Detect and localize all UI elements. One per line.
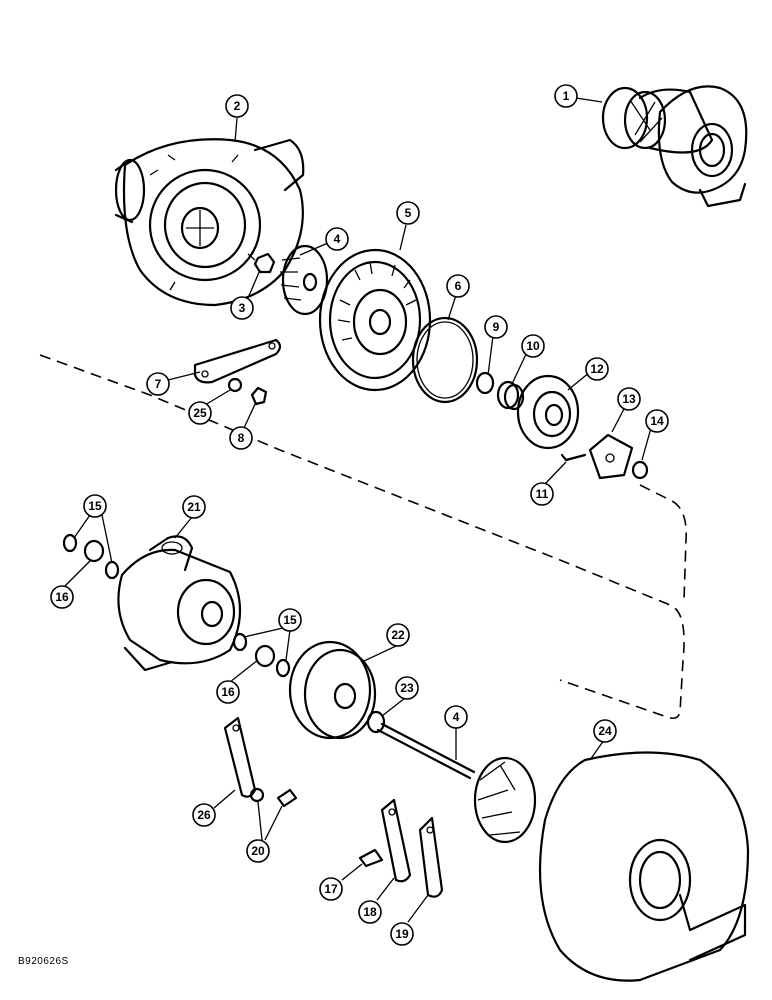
callout-15-lower: 15 — [278, 608, 302, 632]
retaining-ring — [62, 533, 78, 553]
callout-5: 5 — [396, 201, 420, 225]
journal-bearing-2 — [254, 644, 276, 668]
thrust-collar — [496, 380, 525, 411]
svg-text:8: 8 — [238, 431, 245, 445]
callout-4-turbine-shaft: 4 — [444, 705, 468, 729]
svg-text:23: 23 — [400, 681, 414, 695]
callout-16-upper: 16 — [50, 585, 74, 609]
svg-text:15: 15 — [283, 613, 297, 627]
callout-15-upper: 15 — [83, 494, 107, 518]
thrust-plate — [588, 433, 634, 480]
turbine-wheel-shaft — [376, 722, 537, 844]
callout-1: 1 — [554, 84, 578, 108]
turbine-housing — [538, 751, 750, 982]
clamp-plate — [380, 798, 412, 883]
svg-text:14: 14 — [650, 414, 664, 428]
callout-10: 10 — [521, 334, 545, 358]
callout-12: 12 — [585, 357, 609, 381]
shaft-centerline-upper — [639, 484, 687, 601]
shaft-centerline — [39, 354, 685, 720]
seal — [631, 460, 649, 480]
svg-text:10: 10 — [526, 339, 540, 353]
journal-bearing — [83, 539, 105, 563]
screw — [560, 453, 587, 462]
svg-text:21: 21 — [187, 500, 201, 514]
turbocharger-assembly — [601, 85, 748, 208]
retaining-ring-4 — [275, 658, 291, 678]
callout-11: 11 — [530, 482, 554, 506]
lock-washer — [227, 377, 243, 393]
callout-16-lower: 16 — [216, 680, 240, 704]
svg-text:4: 4 — [334, 232, 341, 246]
callout-19: 19 — [390, 922, 414, 946]
svg-text:11: 11 — [536, 487, 549, 501]
callout-26: 26 — [192, 803, 216, 827]
retaining-ring-2 — [104, 560, 120, 580]
svg-text:3: 3 — [239, 301, 246, 315]
callout-3: 3 — [230, 296, 254, 320]
callout-18: 18 — [358, 900, 382, 924]
callout-6: 6 — [446, 274, 470, 298]
snap-ring — [475, 371, 495, 395]
svg-text:25: 25 — [193, 406, 207, 420]
svg-text:16: 16 — [221, 685, 235, 699]
svg-text:22: 22 — [391, 628, 405, 642]
callout-2: 2 — [225, 94, 249, 118]
compressor-wheel — [280, 244, 329, 316]
piston-ring — [366, 710, 386, 734]
svg-text:17: 17 — [324, 882, 338, 896]
thrust-bearing — [516, 374, 580, 450]
callout-9: 9 — [484, 315, 508, 339]
svg-text:24: 24 — [598, 724, 612, 738]
svg-text:19: 19 — [395, 927, 409, 941]
svg-text:13: 13 — [622, 392, 636, 406]
compressor-housing — [114, 138, 305, 307]
backplate — [318, 248, 432, 392]
svg-text:2: 2 — [234, 99, 241, 113]
svg-text:16: 16 — [55, 590, 69, 604]
svg-text:4: 4 — [453, 710, 460, 724]
callout-21: 21 — [182, 495, 206, 519]
o-ring — [411, 316, 479, 404]
callout-22: 22 — [386, 623, 410, 647]
callout-20: 20 — [246, 839, 270, 863]
svg-text:15: 15 — [88, 499, 102, 513]
svg-text:18: 18 — [363, 905, 377, 919]
callout-23: 23 — [395, 676, 419, 700]
bolt-lower — [276, 788, 298, 808]
figure-id: B920626S — [18, 956, 69, 967]
svg-text:12: 12 — [590, 362, 604, 376]
svg-text:6: 6 — [455, 279, 462, 293]
lock-washer-lower — [249, 787, 265, 803]
clamp-bolt — [358, 848, 384, 868]
svg-text:9: 9 — [493, 320, 500, 334]
svg-text:20: 20 — [251, 844, 265, 858]
callout-13: 13 — [617, 387, 641, 411]
nut — [253, 252, 276, 274]
callout-14: 14 — [645, 409, 669, 433]
callout-4-compressor-wheel: 4 — [325, 227, 349, 251]
callout-17: 17 — [319, 877, 343, 901]
callout-24: 24 — [593, 719, 617, 743]
lock-plate-lower — [223, 716, 257, 798]
retaining-ring-3 — [232, 632, 248, 652]
heat-shield — [288, 640, 377, 740]
lock-plate — [193, 338, 282, 384]
bolt — [250, 386, 268, 406]
callout-7: 7 — [146, 372, 170, 396]
svg-text:26: 26 — [197, 808, 211, 822]
svg-text:7: 7 — [155, 377, 162, 391]
center-housing — [117, 535, 242, 672]
svg-text:5: 5 — [405, 206, 412, 220]
leader-lines — [63, 97, 652, 923]
o-ring-inner — [416, 321, 474, 399]
callout-25: 25 — [188, 401, 212, 425]
svg-text:1: 1 — [563, 89, 570, 103]
callout-8: 8 — [229, 426, 253, 450]
clamp-plate-2 — [418, 816, 444, 898]
